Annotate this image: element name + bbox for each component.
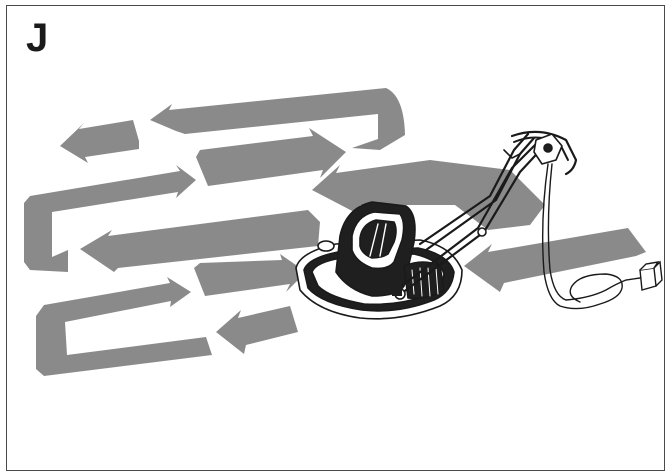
path-arrow-8 (36, 277, 212, 376)
power-cord-icon (541, 163, 663, 310)
power-plug (639, 267, 657, 291)
mower-handle (392, 138, 542, 294)
path-arrow-4 (24, 165, 196, 272)
path-arrow-3 (196, 128, 346, 186)
lawn-mower-icon (295, 130, 578, 320)
path-arrow-7 (194, 254, 306, 296)
path-arrow-2 (150, 88, 405, 150)
mowing-path (24, 88, 646, 376)
path-arrow-6 (80, 210, 320, 272)
step-label: J (26, 16, 49, 60)
path-arrow-9 (216, 306, 298, 354)
path-arrow-1 (60, 120, 139, 163)
path-arrow-10 (464, 228, 646, 292)
